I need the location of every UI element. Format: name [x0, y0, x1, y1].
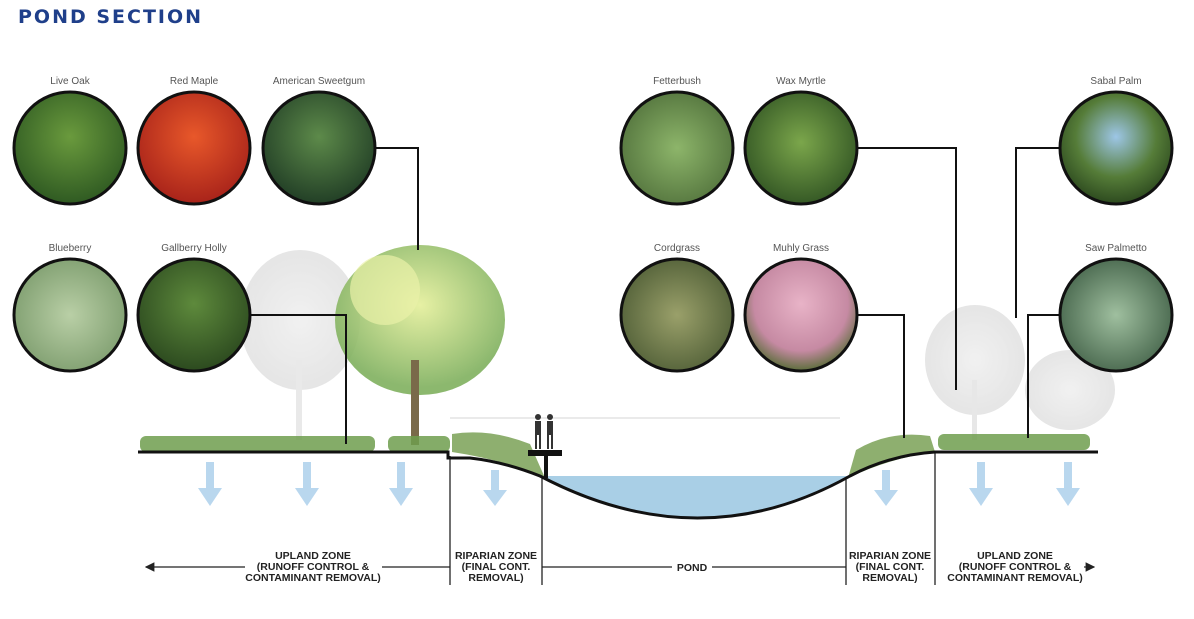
- plant-label: American Sweetgum: [273, 76, 365, 87]
- plant-label: Saw Palmetto: [1085, 243, 1147, 254]
- leader-lines: [250, 147, 1060, 444]
- plant-muhly-grass: Muhly Grass: [743, 243, 859, 373]
- svg-text:UPLAND ZONE: UPLAND ZONE: [275, 550, 351, 562]
- plant-wax-myrtle: Wax Myrtle: [743, 76, 859, 206]
- svg-text:RIPARIAN ZONE: RIPARIAN ZONE: [455, 550, 537, 562]
- plant-saw-palmetto: Saw Palmetto: [1058, 243, 1174, 373]
- section-tree: [335, 245, 505, 445]
- infiltration-arrow: [389, 462, 413, 506]
- plant-label: Live Oak: [50, 76, 90, 87]
- ghost-trees-right: [925, 305, 1115, 440]
- plant-red-maple: Red Maple: [136, 76, 252, 206]
- plant-label: Red Maple: [170, 76, 219, 87]
- svg-text:(RUNOFF CONTROL &: (RUNOFF CONTROL &: [959, 561, 1072, 573]
- plant-cordgrass: Cordgrass: [619, 243, 735, 373]
- infiltration-arrows: [198, 462, 1080, 506]
- plant-label: Blueberry: [49, 243, 92, 254]
- plant-gallberry-holly: Gallberry Holly: [136, 243, 252, 373]
- plant-label: Fetterbush: [653, 76, 701, 87]
- zone-label-upland-right: UPLAND ZONE (RUNOFF CONTROL & CONTAMINAN…: [947, 550, 1083, 584]
- page-title: POND SECTION: [18, 6, 204, 28]
- infiltration-arrow: [874, 470, 898, 506]
- svg-text:CONTAMINANT REMOVAL): CONTAMINANT REMOVAL): [245, 572, 381, 584]
- people-figures: [535, 414, 553, 449]
- plant-label: Cordgrass: [654, 243, 700, 254]
- infiltration-arrow: [969, 462, 993, 506]
- zone-label-upland-left: UPLAND ZONE (RUNOFF CONTROL & CONTAMINAN…: [245, 550, 381, 584]
- plant-live-oak: Live Oak: [12, 76, 128, 206]
- svg-text:(RUNOFF CONTROL &: (RUNOFF CONTROL &: [257, 561, 370, 573]
- plant-label: Sabal Palm: [1090, 76, 1141, 87]
- svg-text:REMOVAL): REMOVAL): [862, 572, 917, 584]
- ground-profile-line: [138, 450, 1098, 520]
- svg-text:UPLAND ZONE: UPLAND ZONE: [977, 550, 1053, 562]
- infiltration-arrow: [483, 470, 507, 506]
- zone-label-pond: POND: [677, 562, 708, 574]
- infiltration-arrow: [198, 462, 222, 506]
- ghost-trees-left: [240, 250, 360, 440]
- plant-label: Wax Myrtle: [776, 76, 826, 87]
- zone-label-riparian-left: RIPARIAN ZONE (FINAL CONT. REMOVAL): [455, 550, 537, 584]
- plant-fetterbush: Fetterbush: [619, 76, 735, 206]
- infiltration-arrow: [295, 462, 319, 506]
- svg-text:(FINAL CONT.: (FINAL CONT.: [856, 561, 925, 573]
- svg-text:REMOVAL): REMOVAL): [468, 572, 523, 584]
- plant-sabal-palm: Sabal Palm: [1058, 76, 1174, 206]
- plant-american-sweetgum: American Sweetgum: [261, 76, 377, 206]
- svg-text:CONTAMINANT REMOVAL): CONTAMINANT REMOVAL): [947, 572, 1083, 584]
- plant-label: Muhly Grass: [773, 243, 829, 254]
- plant-blueberry: Blueberry: [12, 243, 128, 373]
- infiltration-arrow: [1056, 462, 1080, 506]
- groundcover-grass: [140, 432, 1090, 478]
- plant-label: Gallberry Holly: [161, 243, 227, 254]
- svg-text:RIPARIAN ZONE: RIPARIAN ZONE: [849, 550, 931, 562]
- zone-label-riparian-right: RIPARIAN ZONE (FINAL CONT. REMOVAL): [849, 550, 931, 584]
- dock: [528, 450, 562, 478]
- svg-text:(FINAL CONT.: (FINAL CONT.: [462, 561, 531, 573]
- svg-text:POND: POND: [677, 562, 708, 574]
